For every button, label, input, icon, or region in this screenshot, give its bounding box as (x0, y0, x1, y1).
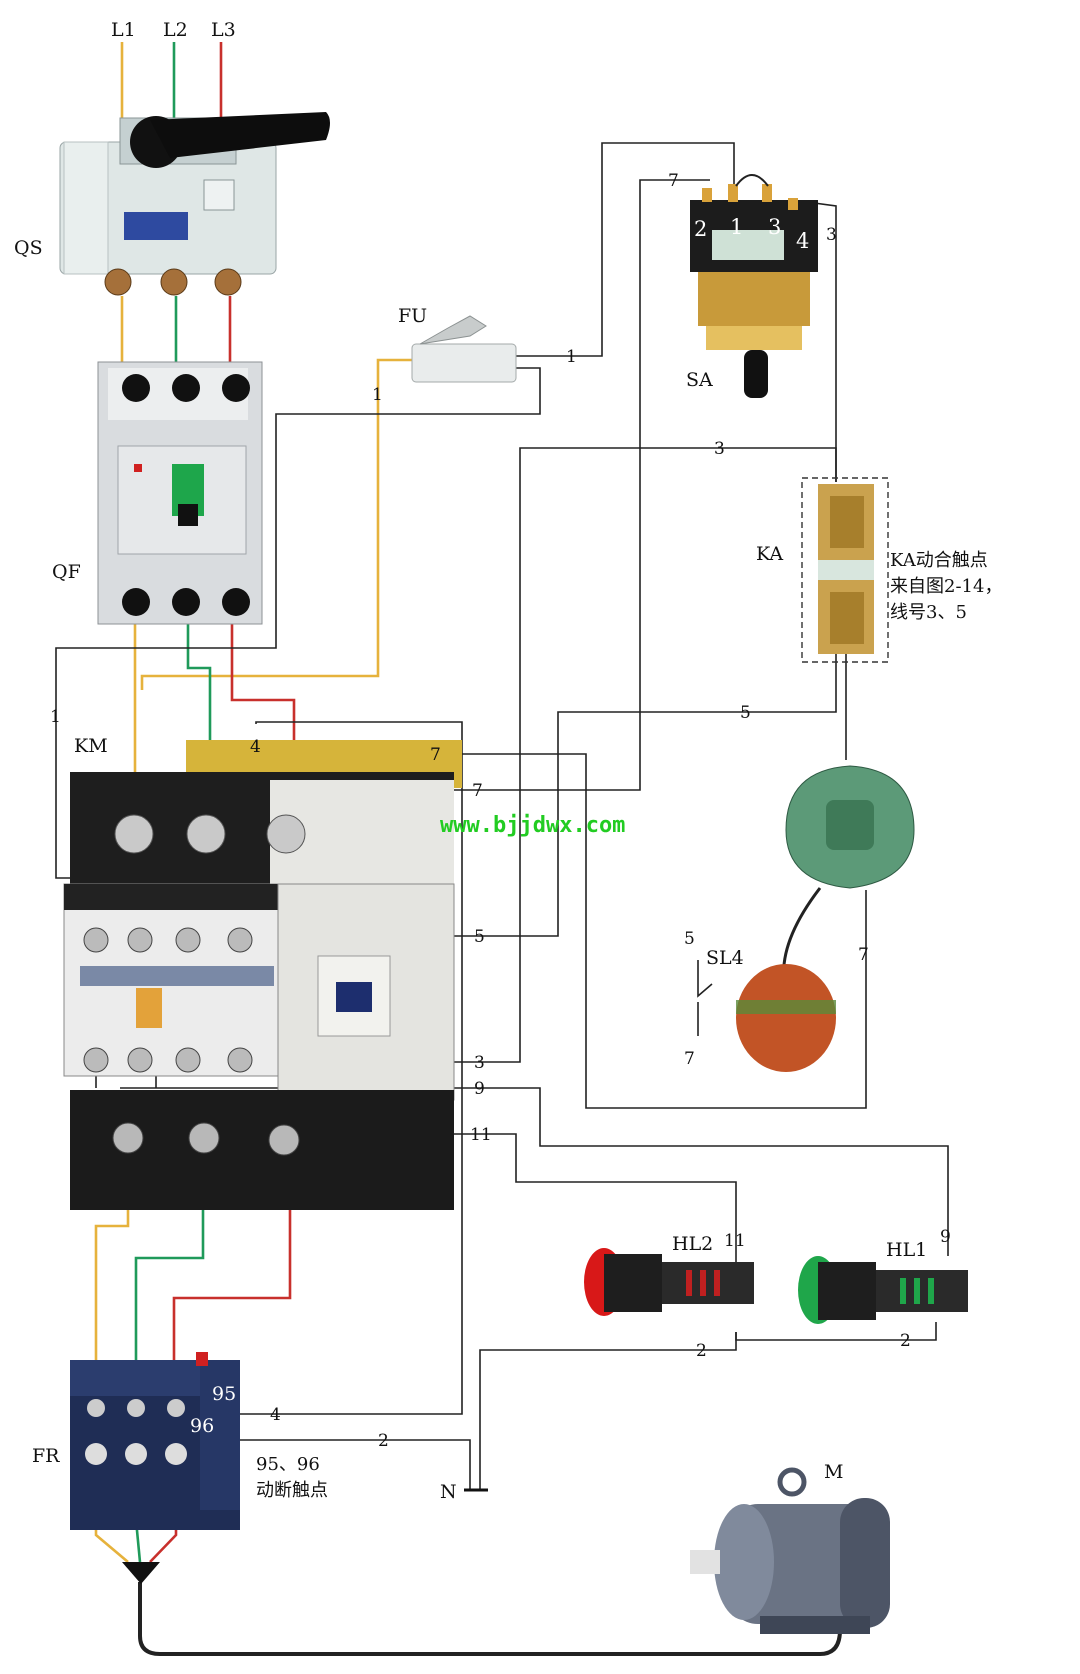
hl2-lamp (584, 1248, 754, 1316)
wire-number: 5 (740, 703, 751, 723)
wire-number: 11 (470, 1125, 492, 1145)
wire-number: 9 (474, 1079, 485, 1099)
hl1-lamp (798, 1256, 968, 1324)
wire-number: 2 (900, 1331, 911, 1351)
wire-number: 7 (472, 781, 483, 801)
notes: KA动合触点 来自图2-14， 线号3、5 95、96 动断触点 (256, 550, 1002, 1501)
wire-number: 1 (372, 385, 383, 405)
wire-number: 2 (378, 1431, 389, 1451)
qs-label: QS (14, 237, 43, 259)
sa-terminal-4: 4 (796, 229, 809, 253)
wire-number: 7 (668, 171, 679, 191)
wire-number: 7 (684, 1049, 695, 1069)
ka-note-line2: 来自图2-14， (890, 576, 1002, 597)
qf-label: QF (52, 561, 81, 583)
hl1-label: HL1 (886, 1239, 927, 1261)
fr-label: FR (32, 1445, 60, 1467)
sa-terminal-2: 2 (694, 217, 707, 241)
motor-label: M (824, 1461, 843, 1483)
component-labels: L1 L2 L3 QS QF FU SA KA KM SL4 HL2 HL1 F… (14, 19, 927, 1503)
ka-note-line1: KA动合触点 (890, 550, 988, 571)
wire-numbers: 1 1 1 7 3 3 5 4 7 7 5 3 9 11 5 7 7 11 9 … (50, 171, 951, 1451)
km-label: KM (74, 735, 108, 757)
wire-number: 3 (474, 1053, 485, 1073)
phase-l2-label: L2 (163, 19, 188, 41)
sl4-float-switch (697, 765, 915, 1072)
wire-number: 4 (250, 737, 261, 757)
fr-terminal-96: 96 (190, 1415, 214, 1437)
watermark: www.bjjdwx.com (440, 813, 625, 838)
sa-switch (690, 174, 818, 398)
ka-note-line3: 线号3、5 (890, 602, 967, 623)
wire-number: 5 (684, 929, 695, 949)
ka-label: KA (756, 543, 783, 565)
fu-fuse (411, 315, 517, 383)
wire-number: 3 (826, 225, 837, 245)
fr-terminal-95: 95 (212, 1383, 236, 1405)
fr-note-line1: 95、96 (256, 1454, 320, 1475)
phase-l1-label: L1 (111, 19, 136, 41)
wire-number: 7 (430, 745, 441, 765)
qf-breaker (97, 361, 263, 625)
fr-relay (70, 1352, 240, 1584)
km-contactor (63, 740, 462, 1210)
wire-number: 3 (714, 439, 725, 459)
wire-number: 2 (696, 1341, 707, 1361)
wire-number: 5 (474, 927, 485, 947)
qs-isolator (59, 112, 330, 296)
sa-label: SA (686, 369, 713, 391)
fu-label: FU (398, 305, 427, 327)
hl2-label: HL2 (672, 1233, 713, 1255)
wire-number: 1 (50, 707, 61, 727)
wire-number: 1 (566, 347, 577, 367)
fr-note-line2: 动断触点 (256, 1480, 328, 1501)
wire-number: 11 (724, 1231, 746, 1251)
wire-number: 7 (858, 945, 869, 965)
sa-terminal-1: 1 (730, 215, 743, 239)
sl4-label: SL4 (706, 947, 744, 969)
wire-number: 9 (940, 1227, 951, 1247)
phase-l3-label: L3 (211, 19, 236, 41)
motor-m (690, 1467, 890, 1634)
wire-number: 4 (270, 1405, 281, 1425)
neutral-label: N (440, 1481, 457, 1503)
ka-contact (801, 477, 889, 663)
sa-terminal-3: 3 (768, 215, 781, 239)
